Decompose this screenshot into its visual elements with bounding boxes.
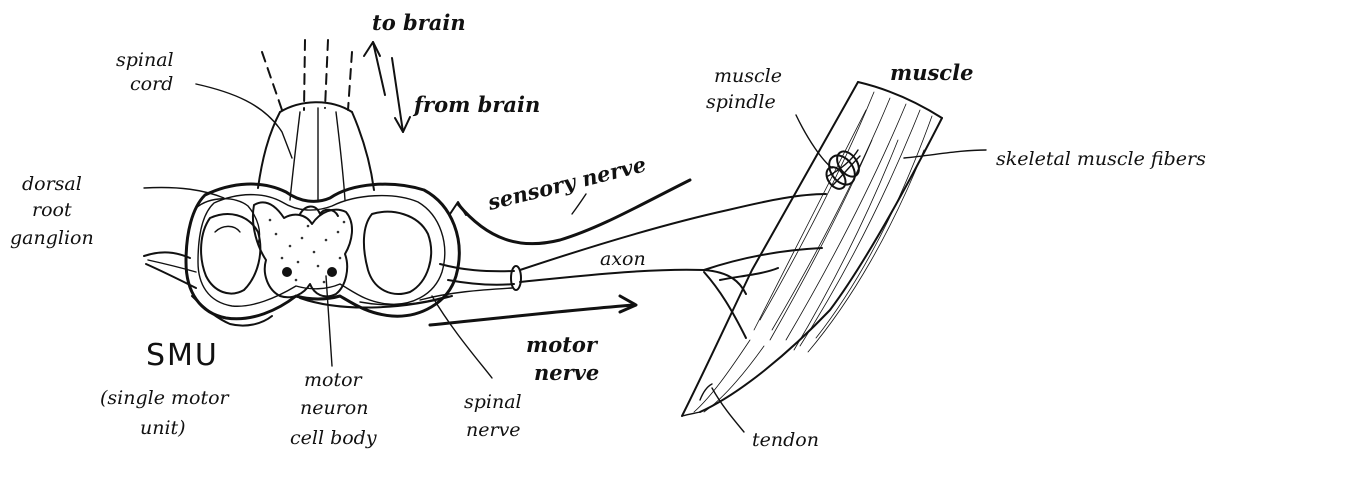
sensory-nerve-label: sensory nerve bbox=[484, 151, 648, 215]
smu-description-line1: (single motor bbox=[100, 387, 231, 409]
left-nerve-roots bbox=[144, 252, 272, 325]
spinal-cord-label-line2: cord bbox=[130, 73, 173, 95]
to-brain-label: to brain bbox=[372, 10, 466, 35]
to-brain-arrow bbox=[364, 42, 385, 95]
muscle-spindle-label-line1: muscle bbox=[714, 65, 782, 87]
smu-label: SMU bbox=[146, 338, 219, 373]
spinal-nerve-label-line1: spinal bbox=[464, 391, 522, 413]
from-brain-arrow bbox=[392, 58, 410, 132]
tendon-label: tendon bbox=[752, 429, 819, 451]
motor-nerve-label-line1: motor bbox=[526, 332, 599, 357]
dorsal-root-label-line3: ganglion bbox=[10, 227, 94, 249]
smu-description-line2: unit) bbox=[140, 417, 186, 439]
spinal-nerve-label-line2: nerve bbox=[466, 419, 521, 441]
motor-neuron-label-line3: cell body bbox=[290, 427, 377, 449]
muscle-label: muscle bbox=[890, 60, 973, 85]
dorsal-root-label-line1: dorsal bbox=[22, 173, 82, 195]
spinal-cord-cross-section bbox=[186, 184, 459, 319]
muscle-spindle bbox=[823, 147, 864, 192]
axon-label: axon bbox=[600, 248, 646, 270]
spinal-cord-dashes bbox=[262, 40, 352, 110]
motor-nerve-label-line2: nerve bbox=[534, 360, 599, 385]
spinal-cord-label-line1: spinal bbox=[116, 49, 174, 71]
skeletal-muscle-fibers-label: skeletal muscle fibers bbox=[996, 148, 1206, 170]
from-brain-label: from brain bbox=[412, 92, 540, 117]
motor-neuron-label-line2: neuron bbox=[300, 397, 368, 419]
motor-neuron-label-line1: motor bbox=[304, 369, 364, 391]
axon bbox=[520, 248, 822, 338]
motor-nerve-arrow bbox=[430, 296, 636, 325]
dorsal-root-label-line2: root bbox=[32, 199, 72, 221]
spinal-cord-column bbox=[258, 102, 374, 200]
muscle-spindle-label-line2: spindle bbox=[706, 91, 776, 113]
